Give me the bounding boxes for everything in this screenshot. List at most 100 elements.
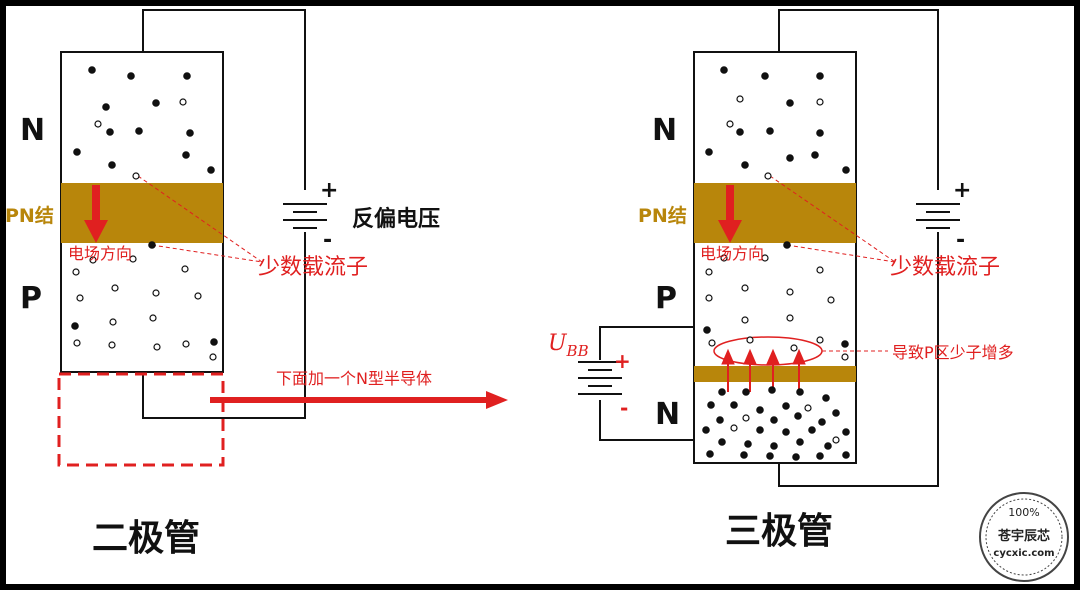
diode-pn-junction: [61, 183, 223, 243]
transistor-battery: [916, 203, 960, 229]
transistor-label-increase: 导致P区少子增多: [892, 343, 1014, 362]
seal-percent: 100%: [1008, 506, 1039, 519]
transistor-minority-leader: [786, 244, 896, 263]
electron-dot: [832, 409, 840, 417]
hole-dot: [841, 353, 849, 361]
hole-dot: [764, 172, 772, 180]
seal-site: cycxic.com: [993, 548, 1054, 559]
transistor-label-p: P: [655, 281, 677, 316]
electron-dot: [842, 428, 850, 436]
electron-dot: [816, 72, 824, 80]
electron-dot: [786, 99, 794, 107]
electron-dot: [703, 326, 711, 334]
electron-dot: [707, 401, 715, 409]
hole-dot: [741, 284, 749, 292]
hole-dot: [94, 120, 102, 128]
electron-dot: [761, 72, 769, 80]
hole-dot: [816, 266, 824, 274]
diode-battery: [283, 203, 327, 229]
electron-dot: [102, 103, 110, 111]
ubb-battery: [578, 361, 622, 395]
hole-dot: [832, 436, 840, 444]
hole-dot: [741, 316, 749, 324]
electron-dot: [741, 161, 749, 169]
diode-dashed-region: [57, 372, 225, 467]
diode-label-minority: 少数载流子: [258, 255, 368, 280]
hole-dot: [786, 288, 794, 296]
electron-dot: [73, 148, 81, 156]
hole-dot: [786, 314, 794, 322]
electron-dot: [796, 388, 804, 396]
hole-dot: [72, 268, 80, 276]
electron-dot: [842, 166, 850, 174]
electron-dot: [744, 440, 752, 448]
electron-dot: [770, 416, 778, 424]
diode-carriers: [71, 66, 218, 361]
transistor-label-n-top: N: [652, 113, 677, 148]
hole-dot: [816, 336, 824, 344]
hole-dot: [89, 256, 97, 264]
electron-dot: [818, 418, 826, 426]
electron-dot: [718, 438, 726, 446]
electron-dot: [186, 129, 194, 137]
electron-dot: [792, 453, 800, 461]
electron-dot: [706, 450, 714, 458]
electron-dot: [720, 66, 728, 74]
transistor-bottom-wire: [778, 232, 939, 487]
transistor-top-wire: [778, 9, 939, 190]
electron-dot: [783, 241, 791, 249]
diode-field-arrow-head: [84, 220, 108, 243]
transistor-diagram: N P N PN结 电场方向 少数载流子 导致P区少子增多 UBB + - + …: [548, 9, 1014, 552]
hole-dot: [109, 318, 117, 326]
hole-dot: [790, 344, 798, 352]
diode-label-pn: PN结: [5, 204, 54, 227]
electron-dot: [842, 451, 850, 459]
hole-dot: [705, 294, 713, 302]
electron-dot: [716, 416, 724, 424]
electron-dot: [705, 148, 713, 156]
hole-dot: [726, 120, 734, 128]
electron-dot: [736, 128, 744, 136]
hole-dot: [720, 254, 728, 262]
hole-dot: [804, 404, 812, 412]
ubb-top-wire: [599, 326, 694, 360]
electron-dot: [210, 338, 218, 346]
diode-label-add: 下面加一个N型半导体: [276, 369, 432, 388]
diode-minority-leader: [151, 244, 263, 263]
ubb-bottom-wire: [599, 400, 694, 441]
hole-dot: [73, 339, 81, 347]
hole-dot: [827, 296, 835, 304]
hole-dot: [746, 336, 754, 344]
diode-top-wire: [142, 9, 306, 190]
electron-dot: [742, 388, 750, 396]
electron-dot: [816, 452, 824, 460]
diode-bottom-wire: [142, 232, 306, 419]
transistor-battery-plus: +: [953, 178, 971, 203]
electron-dot: [782, 428, 790, 436]
ubb-plus: +: [614, 349, 631, 373]
watermark-seal: 100% 苍宇辰芯 cycxic.com: [979, 492, 1069, 582]
electron-dot: [718, 388, 726, 396]
hole-dot: [132, 172, 140, 180]
electron-dot: [786, 154, 794, 162]
electron-dot: [702, 426, 710, 434]
transistor-minority-leader: [769, 175, 896, 263]
hole-dot: [111, 284, 119, 292]
electron-dot: [796, 438, 804, 446]
electron-dot: [756, 426, 764, 434]
electron-dot: [71, 322, 79, 330]
diode-title: 二极管: [92, 517, 200, 559]
hole-dot: [153, 343, 161, 351]
transistor-field-arrow-head: [718, 220, 742, 243]
hole-dot: [708, 339, 716, 347]
hole-dot: [816, 98, 824, 106]
hole-dot: [179, 98, 187, 106]
hole-dot: [209, 353, 217, 361]
electron-dot: [127, 72, 135, 80]
seal-inner-ring: [985, 498, 1063, 576]
transistor-second-junction: [694, 366, 856, 382]
electron-dot: [766, 127, 774, 135]
transistor-pn-junction: [694, 183, 856, 243]
